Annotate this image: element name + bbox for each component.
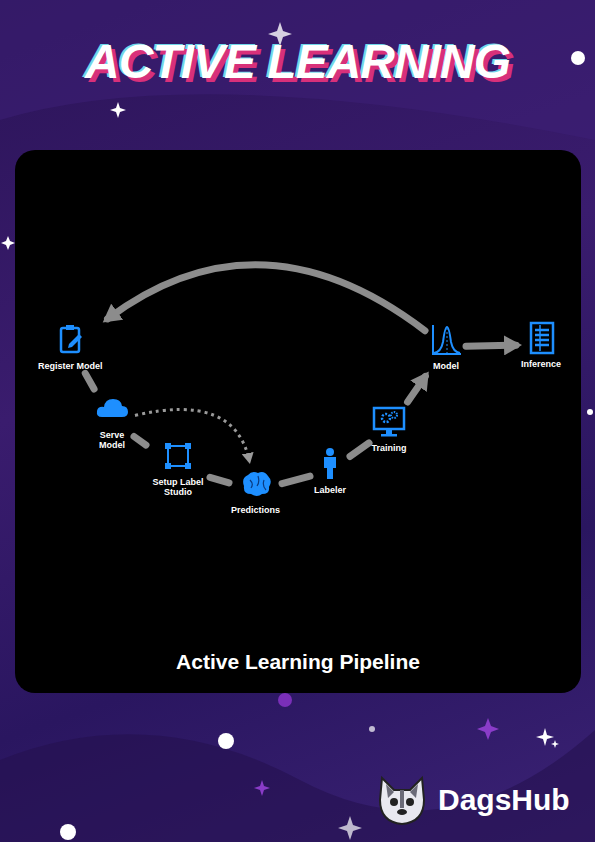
diagram-panel — [15, 150, 581, 693]
model-node: Model — [428, 322, 464, 371]
flow-arrow — [282, 476, 310, 484]
node-icon — [428, 322, 464, 358]
flow-arrow — [466, 345, 516, 346]
flow-arrow — [108, 265, 425, 331]
node-label: Setup Label Studio — [148, 477, 208, 498]
node-icon — [523, 320, 559, 356]
node-label: Inference — [521, 359, 561, 369]
node-icon — [52, 322, 88, 358]
node-label: Register Model — [38, 361, 103, 371]
flow-arrow — [210, 477, 229, 483]
node-label: Serve Model — [92, 430, 132, 451]
bulldog-logo — [372, 770, 432, 830]
flow-arrow — [134, 437, 146, 446]
node-icon — [371, 404, 407, 440]
title: ACTIVE LEARNING — [0, 34, 595, 89]
predictions-node: Predictions — [231, 466, 280, 515]
node-label: Labeler — [312, 485, 348, 495]
dotted-arrow — [135, 410, 249, 461]
flow-arrow — [408, 376, 426, 402]
training-node: Training — [371, 404, 407, 453]
caption: Active Learning Pipeline — [15, 650, 581, 674]
flow-arrow — [85, 373, 94, 389]
node-icon — [94, 391, 130, 427]
label-studio-node: Setup Label Studio — [148, 438, 208, 498]
inference-node: Inference — [521, 320, 561, 369]
node-icon — [238, 466, 274, 502]
logo-text: DagsHub — [438, 783, 570, 817]
node-label: Model — [428, 361, 464, 371]
node-label: Predictions — [231, 505, 280, 515]
node-label: Training — [371, 443, 407, 453]
flow-arrow — [350, 443, 369, 457]
serve-node: Serve Model — [92, 391, 132, 451]
node-icon — [160, 438, 196, 474]
register-node: Register Model — [38, 322, 103, 371]
node-icon — [312, 446, 348, 482]
labeler-node: Labeler — [312, 446, 348, 495]
